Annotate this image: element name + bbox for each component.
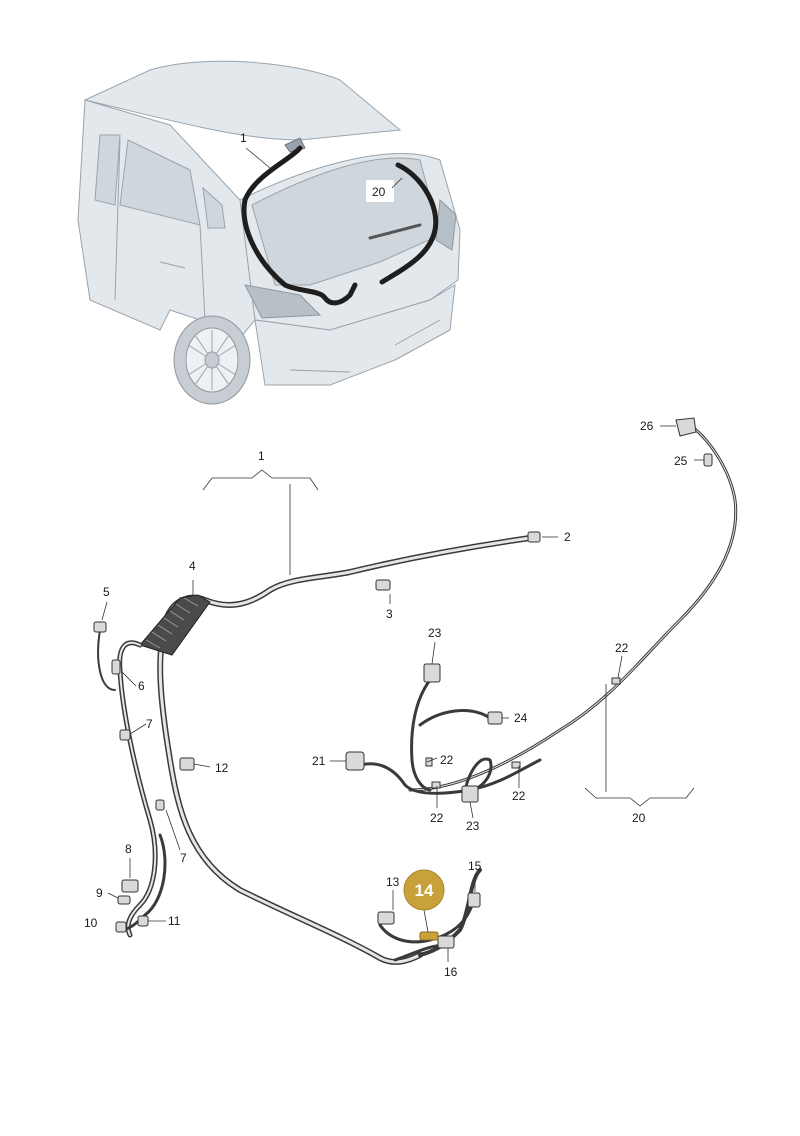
connector-15 (467, 892, 481, 908)
callout-22a: 22 (440, 753, 454, 767)
callout-3: 3 (386, 607, 393, 621)
connector-26 (675, 417, 697, 437)
callout-21: 21 (312, 754, 326, 768)
callout-24: 24 (514, 711, 528, 725)
clip-22b (431, 781, 441, 789)
callout-12: 12 (215, 761, 229, 775)
callout-7b: 7 (180, 851, 187, 865)
connector-24 (487, 711, 503, 725)
callout-14: 14 (415, 881, 434, 900)
clip-25 (703, 453, 713, 467)
connector-13 (377, 911, 395, 925)
callout-9: 9 (96, 886, 103, 900)
connector-12 (179, 757, 195, 771)
callout-13: 13 (386, 875, 400, 889)
clip-7a (119, 729, 131, 741)
callout-8: 8 (125, 842, 132, 856)
callout-16: 16 (444, 965, 458, 979)
car-illustration (77, 60, 461, 405)
callout-1: 1 (258, 449, 265, 463)
callout-11: 11 (168, 914, 181, 928)
callout-10: 10 (84, 916, 98, 930)
callout-7a: 7 (146, 717, 153, 731)
callout-14-badge[interactable]: 14 (403, 869, 445, 911)
connector-23a (423, 663, 441, 683)
corrugated-sleeve (139, 594, 211, 656)
callout-2: 2 (564, 530, 571, 544)
harness-diagram: 1 (84, 417, 738, 979)
callout-20: 20 (632, 811, 646, 825)
clip-22d (611, 677, 621, 685)
connector-11 (137, 915, 149, 927)
connector-10 (115, 921, 127, 933)
callout-23a: 23 (428, 626, 442, 640)
clip-7b (155, 799, 165, 811)
connector-8 (121, 879, 139, 893)
connector-9 (117, 895, 131, 905)
callout-22b: 22 (430, 811, 444, 825)
callout-15: 15 (468, 859, 482, 873)
connector-23b (461, 785, 479, 803)
callout-4: 4 (189, 559, 196, 573)
callout-6: 6 (138, 679, 145, 693)
callout-5: 5 (103, 585, 110, 599)
callout-23b: 23 (466, 819, 480, 833)
connector-2 (527, 531, 541, 543)
part-14 (419, 931, 439, 941)
callout-22c: 22 (512, 789, 526, 803)
callout-22d: 22 (615, 641, 629, 655)
connector-5 (93, 621, 107, 633)
callout-1-top: 1 (240, 131, 247, 145)
clip-6 (111, 659, 121, 675)
callout-20-top: 20 (372, 185, 386, 199)
callout-25: 25 (674, 454, 688, 468)
callout-26: 26 (640, 419, 654, 433)
top-callouts: 1 20 (240, 131, 403, 202)
clip-22a (425, 757, 433, 767)
connector-21 (345, 751, 365, 771)
connector-3 (375, 579, 391, 591)
highlight-circle (403, 869, 445, 911)
clip-22c (511, 761, 521, 769)
connector-16 (437, 935, 455, 949)
